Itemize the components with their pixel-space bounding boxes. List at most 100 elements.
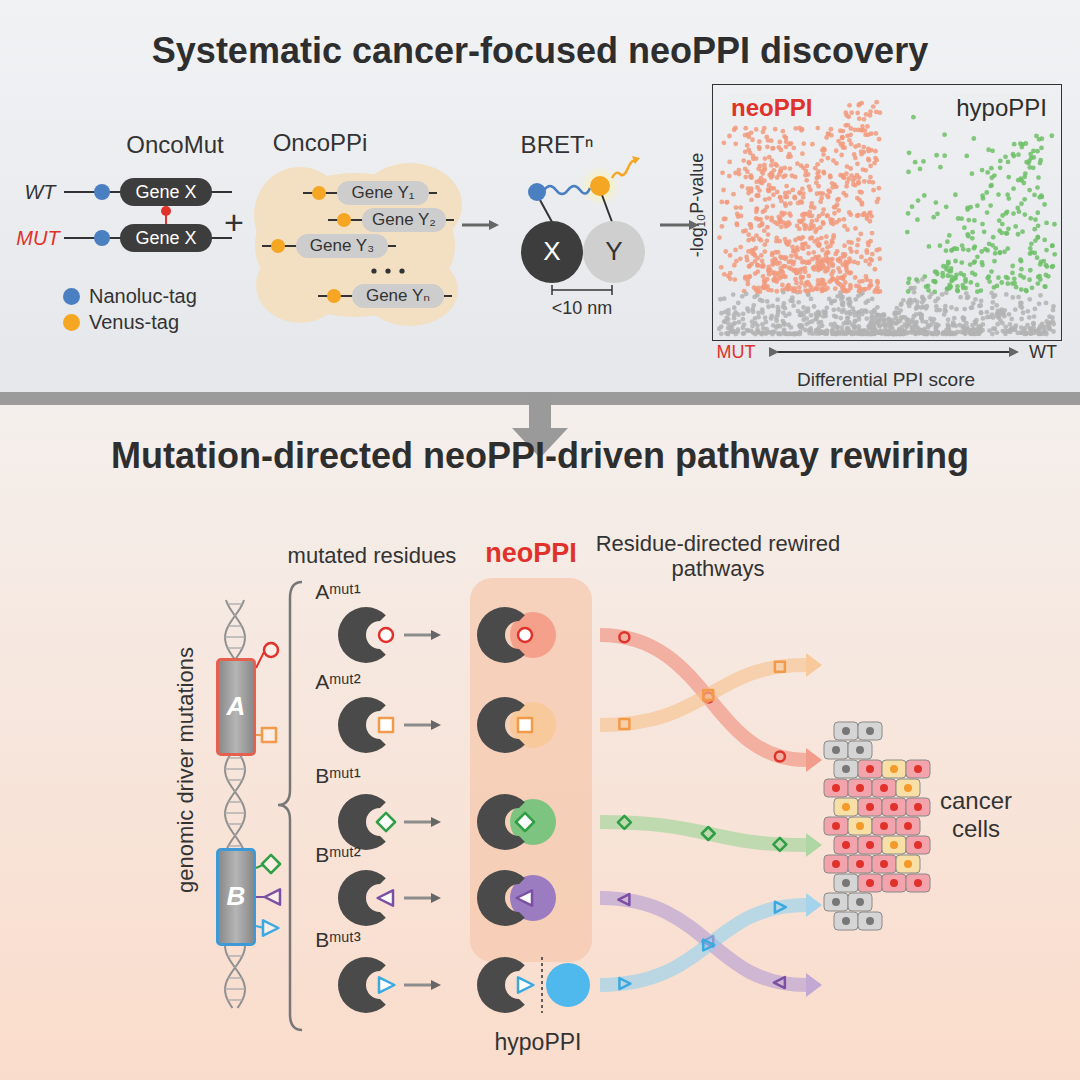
volcano-points [1029, 241, 1034, 246]
cancer-cells [856, 746, 864, 754]
volcano-points [944, 248, 949, 253]
volcano-points [954, 307, 959, 312]
volcano-points [968, 280, 973, 285]
volcano-points [1002, 249, 1007, 254]
volcano-points [747, 161, 752, 166]
volcano-points [734, 205, 739, 210]
volcano-points [757, 146, 762, 151]
volcano-points [953, 275, 958, 280]
volcano-points [994, 303, 999, 308]
volcano-points [938, 165, 943, 170]
volcano-points [849, 110, 854, 115]
volcano-points [1024, 289, 1029, 294]
volcano-points [791, 146, 796, 151]
volcano-points [814, 180, 819, 185]
volcano-points [912, 290, 917, 295]
volcano-points [750, 319, 755, 324]
volcano-points [820, 262, 825, 267]
volcano-points [842, 288, 847, 293]
volcano-points [870, 297, 875, 302]
volcano-points [966, 248, 971, 253]
volcano-points [827, 189, 832, 194]
rewired-pathways [773, 838, 786, 851]
volcano-points [980, 193, 985, 198]
volcano-points [760, 259, 765, 264]
volcano-points [770, 253, 775, 258]
step-arrows [462, 224, 490, 227]
volcano-points [797, 285, 802, 290]
volcano-points [873, 149, 878, 154]
volcano-points [1044, 220, 1049, 225]
volcano-points [783, 203, 788, 208]
volcano-points [845, 180, 850, 185]
volcano-points [899, 302, 904, 307]
volcano-points [746, 238, 751, 243]
cancer-cells [904, 784, 912, 792]
volcano-points [792, 259, 797, 264]
dna-helix [228, 757, 241, 759]
volcano-points [940, 271, 945, 276]
cancer-cells [890, 765, 898, 773]
volcano-points [972, 259, 977, 264]
volcano-points [915, 217, 920, 222]
volcano-points [843, 260, 848, 265]
volcano-points [844, 319, 849, 324]
volcano-points [862, 179, 867, 184]
volcano-points [1032, 314, 1037, 319]
volcano-points [946, 326, 951, 331]
volcano-points [762, 242, 767, 247]
volcano-points [992, 285, 997, 290]
volcano-points [800, 242, 805, 247]
volcano-points [1012, 142, 1017, 147]
rewired-pathways [619, 632, 629, 642]
volcano-points [844, 171, 849, 176]
dna-helix [234, 834, 236, 836]
volcano-points [824, 331, 829, 336]
volcano-points [763, 156, 768, 161]
volcano-points [1035, 235, 1040, 240]
volcano-points [981, 316, 986, 321]
mutation-features [262, 855, 280, 873]
volcano-points [771, 146, 776, 151]
protein-glyphs [546, 963, 590, 1007]
volcano-points [1010, 264, 1015, 269]
volcano-points [723, 310, 728, 315]
volcano-points [995, 322, 1000, 327]
volcano-points [855, 111, 860, 116]
protein-glyphs [379, 718, 393, 732]
volcano-points [823, 310, 828, 315]
volcano-points [755, 269, 760, 274]
volcano-points [855, 243, 860, 248]
volcano-points [771, 192, 776, 197]
volcano-points [907, 298, 912, 303]
volcano-points [766, 232, 771, 237]
prey-lines [399, 268, 404, 273]
volcano-points [764, 134, 769, 139]
volcano-points [984, 310, 989, 315]
volcano-points [837, 329, 842, 334]
volcano-points [919, 315, 924, 320]
protein-glyphs [404, 897, 432, 900]
volcano-points [866, 243, 871, 248]
volcano-points [852, 260, 857, 265]
volcano-points [778, 195, 783, 200]
volcano-points [1016, 295, 1021, 300]
volcano-points [1050, 243, 1055, 248]
volcano-points [846, 114, 851, 119]
volcano-points [841, 289, 846, 294]
volcano-points [905, 318, 910, 323]
rewired-pathways [619, 719, 629, 729]
dna-helix [225, 768, 245, 770]
volcano-points [784, 144, 789, 149]
volcano-points [795, 223, 800, 228]
volcano-points [835, 249, 840, 254]
volcano-points [933, 269, 938, 274]
volcano-points [719, 265, 724, 270]
volcano-points [805, 280, 810, 285]
volcano-points [945, 273, 950, 278]
bret-illustration [551, 285, 553, 295]
volcano-points [880, 314, 885, 319]
volcano-points [752, 295, 757, 300]
volcano-points [1025, 323, 1030, 328]
volcano-points [907, 150, 912, 155]
